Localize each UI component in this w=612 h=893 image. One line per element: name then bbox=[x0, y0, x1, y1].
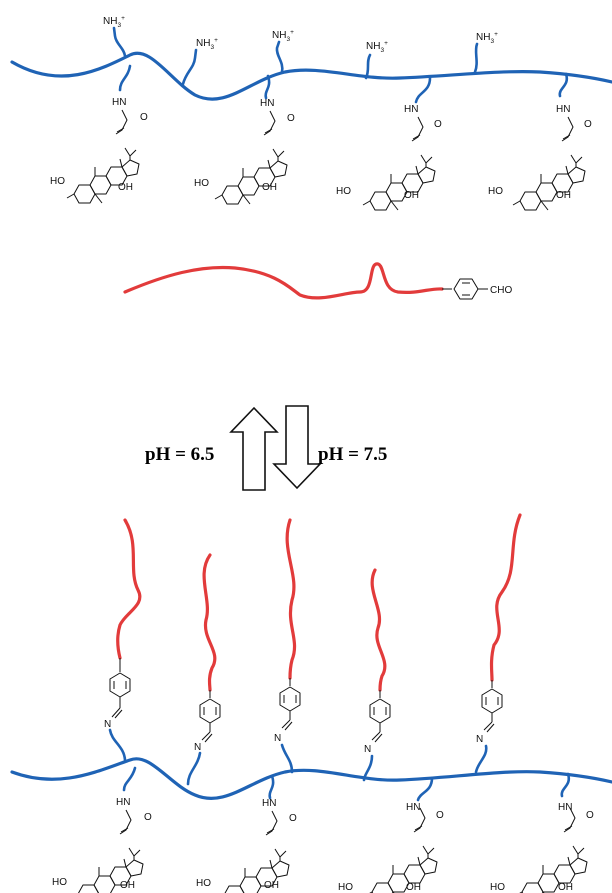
cholic-acid-unit-2: HN O OH HO bbox=[194, 74, 295, 205]
imine-n-label: N bbox=[274, 733, 281, 744]
amine-branch-2: NH3+ bbox=[181, 37, 218, 86]
hydroxyl-right-label: OH bbox=[556, 190, 571, 201]
reverse-condition-label: pH = 7.5 bbox=[318, 444, 387, 465]
bottom-cholic-acid-unit-2: HN O OH HO bbox=[196, 774, 297, 893]
down-arrow-icon bbox=[272, 405, 322, 490]
amine-label-5: NH3+ bbox=[476, 31, 498, 45]
cholic-acid-unit-1: HN O OH HO bbox=[50, 64, 148, 204]
up-arrow-icon bbox=[229, 406, 279, 491]
peg-graft-1: N bbox=[104, 518, 142, 762]
peg-graft-2: N bbox=[186, 553, 221, 786]
bottom-cholic-acid-unit-1: HN O OH HO bbox=[52, 766, 152, 893]
hydroxyl-left-label: HO bbox=[196, 878, 211, 889]
bottom-polymer: N N N bbox=[10, 513, 612, 893]
imine-n-label: N bbox=[364, 744, 371, 755]
bottom-cholic-acid-unit-3: HN O OH HO bbox=[338, 776, 444, 893]
amine-branch-1: NH3+ bbox=[103, 15, 127, 58]
hydroxyl-left-label: HO bbox=[488, 186, 503, 197]
hydroxyl-left-label: HO bbox=[490, 882, 505, 893]
amide-n-label: HN bbox=[556, 104, 570, 115]
cholic-acid-unit-3: HN O OH HO bbox=[336, 76, 442, 211]
peg-graft-5: N bbox=[474, 513, 522, 774]
equilibrium: pH = 6.5 pH = 7.5 bbox=[145, 405, 387, 491]
forward-condition-label: pH = 6.5 bbox=[145, 444, 214, 465]
amide-n-label: HN bbox=[116, 797, 130, 808]
imine-n-label: N bbox=[476, 734, 483, 745]
imine-n-label: N bbox=[194, 742, 201, 753]
amide-n-label: HN bbox=[558, 802, 572, 813]
carbonyl-o-label: O bbox=[144, 812, 152, 823]
carbonyl-o-label: O bbox=[140, 112, 148, 123]
aldehyde-label: CHO bbox=[490, 285, 512, 296]
hydroxyl-right-label: OH bbox=[120, 880, 135, 891]
hydroxyl-right-label: OH bbox=[404, 190, 419, 201]
hydroxyl-left-label: HO bbox=[52, 877, 67, 888]
hydroxyl-right-label: OH bbox=[558, 882, 573, 893]
hydroxyl-left-label: HO bbox=[338, 882, 353, 893]
peg-chain bbox=[123, 262, 444, 300]
amine-branch-5: NH3+ bbox=[473, 31, 498, 74]
hydroxyl-right-label: OH bbox=[264, 880, 279, 891]
top-chitosan-backbone bbox=[10, 51, 612, 101]
hydroxyl-left-label: HO bbox=[194, 178, 209, 189]
carbonyl-o-label: O bbox=[586, 810, 594, 821]
amide-n-label: HN bbox=[406, 802, 420, 813]
carbonyl-o-label: O bbox=[287, 113, 295, 124]
hydroxyl-right-label: OH bbox=[118, 182, 133, 193]
bottom-chitosan-backbone bbox=[10, 757, 612, 800]
hydroxyl-left-label: HO bbox=[50, 176, 65, 187]
top-polymer: NH3+ NH3+ NH3+ NH3+ NH3+ bbox=[10, 15, 612, 211]
amine-label-3: NH3+ bbox=[272, 29, 294, 43]
benzene-ring bbox=[453, 278, 479, 300]
bottom-cholic-acid-unit-4: HN O OH HO bbox=[490, 772, 594, 893]
amine-branch-3: NH3+ bbox=[272, 29, 294, 74]
amide-n-label: HN bbox=[260, 98, 274, 109]
peg-graft-4: N bbox=[362, 568, 391, 782]
amide-n-label: HN bbox=[112, 97, 126, 108]
carbonyl-o-label: O bbox=[434, 119, 442, 130]
peg-benzaldehyde: CHO bbox=[123, 262, 512, 300]
amine-branch-4: NH3+ bbox=[364, 40, 388, 80]
carbonyl-o-label: O bbox=[436, 810, 444, 821]
hydroxyl-left-label: HO bbox=[336, 186, 351, 197]
amine-label-1: NH3+ bbox=[103, 15, 125, 29]
hydroxyl-right-label: OH bbox=[406, 882, 421, 893]
cholic-acid-unit-4: HN O OH HO bbox=[488, 72, 592, 211]
amide-n-label: HN bbox=[262, 798, 276, 809]
amide-n-label: HN bbox=[404, 104, 418, 115]
amine-label-2: NH3+ bbox=[196, 37, 218, 51]
carbonyl-o-label: O bbox=[584, 119, 592, 130]
carbonyl-o-label: O bbox=[289, 813, 297, 824]
imine-n-label: N bbox=[104, 719, 111, 730]
hydroxyl-right-label: OH bbox=[262, 182, 277, 193]
peg-graft-3: N bbox=[274, 518, 301, 774]
amine-label-4: NH3+ bbox=[366, 40, 388, 54]
